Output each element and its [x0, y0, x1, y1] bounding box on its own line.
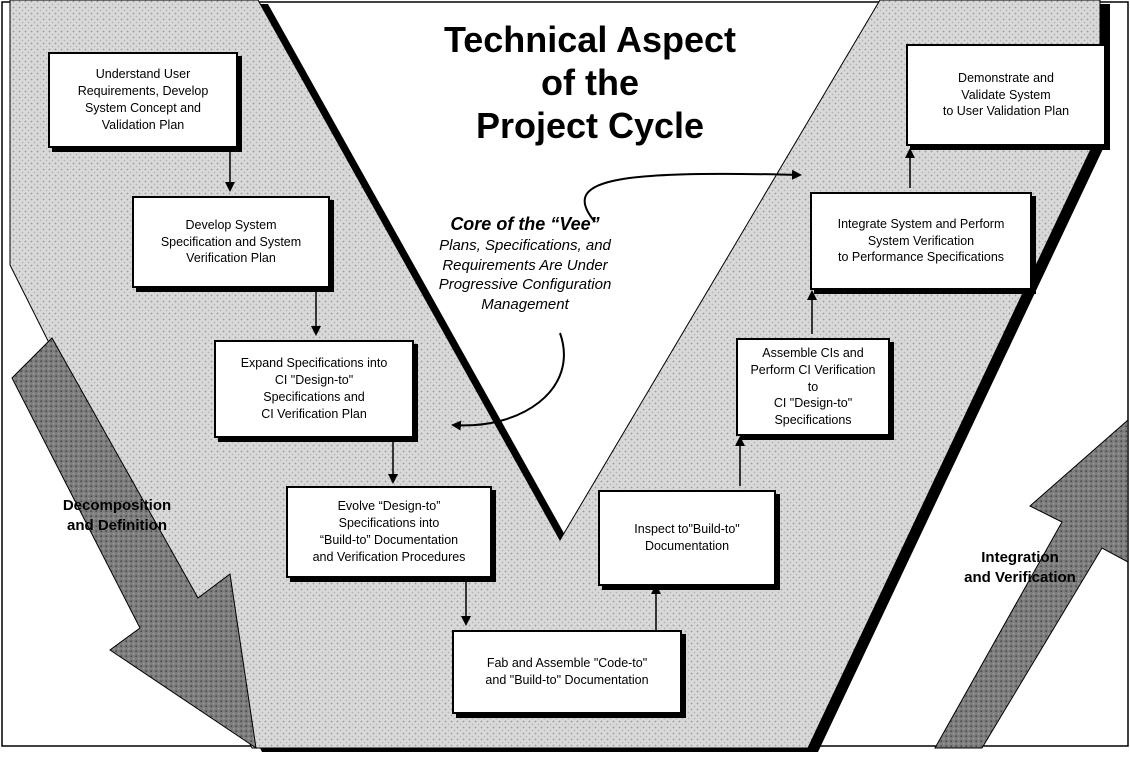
title-line-3: Project Cycle [475, 105, 705, 147]
box-develop-line-1: Develop System [185, 217, 277, 232]
box-demonstrate-line-1: Demonstrate and [958, 70, 1054, 85]
box-understand-line-3: System Concept and [84, 101, 202, 115]
box-expand-line-4: CI Verification Plan [261, 406, 367, 421]
box-evolve-line-4: and Verification Procedures [312, 549, 466, 564]
label-decomposition-definition: Decomposition and Definition [22, 496, 212, 537]
core-arrow-lower [451, 332, 565, 431]
core-line-3: Progressive Configuration [438, 276, 612, 294]
box-integrate-line-3: to Performance Specifications [837, 250, 1005, 265]
box-inspect-line-1: Inspect to"Build-to" [634, 522, 740, 537]
box-assemble-line-2: Perform CI Verification to [750, 362, 876, 394]
box-fab-line-2: and "Build-to" Documentation [485, 673, 649, 687]
core-line-2: Requirements Are Under [442, 256, 608, 274]
core-of-vee-note: Core of the “Vee” Plans, Specifications,… [405, 213, 645, 314]
title-line-2: of the [541, 62, 639, 104]
label-decomposition-line-1: Decomposition [62, 497, 172, 514]
diagram-title: Technical Aspect of the Project Cycle [400, 18, 780, 148]
box-expand-line-3: Specifications and [263, 390, 365, 404]
box-understand-line-2: Requirements, Develop [77, 84, 209, 99]
box-demonstrate-line-3: to User Validation Plan [942, 104, 1070, 119]
box-integrate-system: Integrate System and Perform System Veri… [810, 192, 1032, 290]
core-arrow-upper [583, 169, 802, 223]
box-expand-line-2: CI "Design-to" [274, 373, 354, 388]
box-assemble-cis: Assemble CIs and Perform CI Verification… [736, 338, 890, 436]
label-integration-line-1: Integration [981, 549, 1059, 566]
box-expand-specifications: Expand Specifications into CI "Design-to… [214, 340, 414, 438]
box-evolve-line-2: Specifications into [338, 516, 440, 531]
box-understand-line-1: Understand User [95, 67, 191, 82]
box-evolve-line-1: Evolve “Design-to” [337, 499, 441, 514]
core-heading: Core of the “Vee” [450, 214, 600, 234]
box-fab-line-1: Fab and Assemble "Code-to" [486, 656, 648, 671]
box-evolve-design-to: Evolve “Design-to” Specifications into “… [286, 486, 492, 578]
box-develop-line-2: Specification and System [160, 234, 302, 249]
box-evolve-line-3: “Build-to” Documentation [319, 533, 459, 547]
box-assemble-line-3: CI "Design-to" [773, 396, 853, 411]
core-line-4: Management [481, 295, 569, 313]
box-understand-line-4: Validation Plan [101, 117, 185, 132]
box-integrate-line-1: Integrate System and Perform [837, 216, 1005, 231]
label-integration-verification: Integration and Verification [930, 548, 1110, 589]
box-fab-and-assemble: Fab and Assemble "Code-to" and "Build-to… [452, 630, 682, 714]
box-demonstrate-validate: Demonstrate and Validate System to User … [906, 44, 1106, 146]
label-decomposition-line-2: and Definition [67, 517, 167, 535]
box-develop-line-3: Verification Plan [186, 251, 276, 266]
box-integrate-line-2: System Verification [867, 233, 975, 248]
integration-arrow [934, 418, 1129, 749]
core-line-1: Plans, Specifications, and [439, 237, 611, 255]
box-inspect-line-2: Documentation [644, 539, 730, 553]
box-assemble-line-1: Assemble CIs and [762, 345, 864, 360]
box-assemble-line-4: Specifications [774, 413, 852, 428]
box-understand-requirements: Understand User Requirements, Develop Sy… [48, 52, 238, 148]
box-demonstrate-line-2: Validate System [961, 87, 1051, 102]
decomposition-arrow [11, 337, 257, 750]
box-develop-system-spec: Develop System Specification and System … [132, 196, 330, 288]
box-inspect-build-to: Inspect to"Build-to" Documentation [598, 490, 776, 586]
label-integration-line-2: and Verification [964, 569, 1076, 587]
title-line-1: Technical Aspect [443, 19, 737, 60]
box-expand-line-1: Expand Specifications into [240, 356, 388, 371]
